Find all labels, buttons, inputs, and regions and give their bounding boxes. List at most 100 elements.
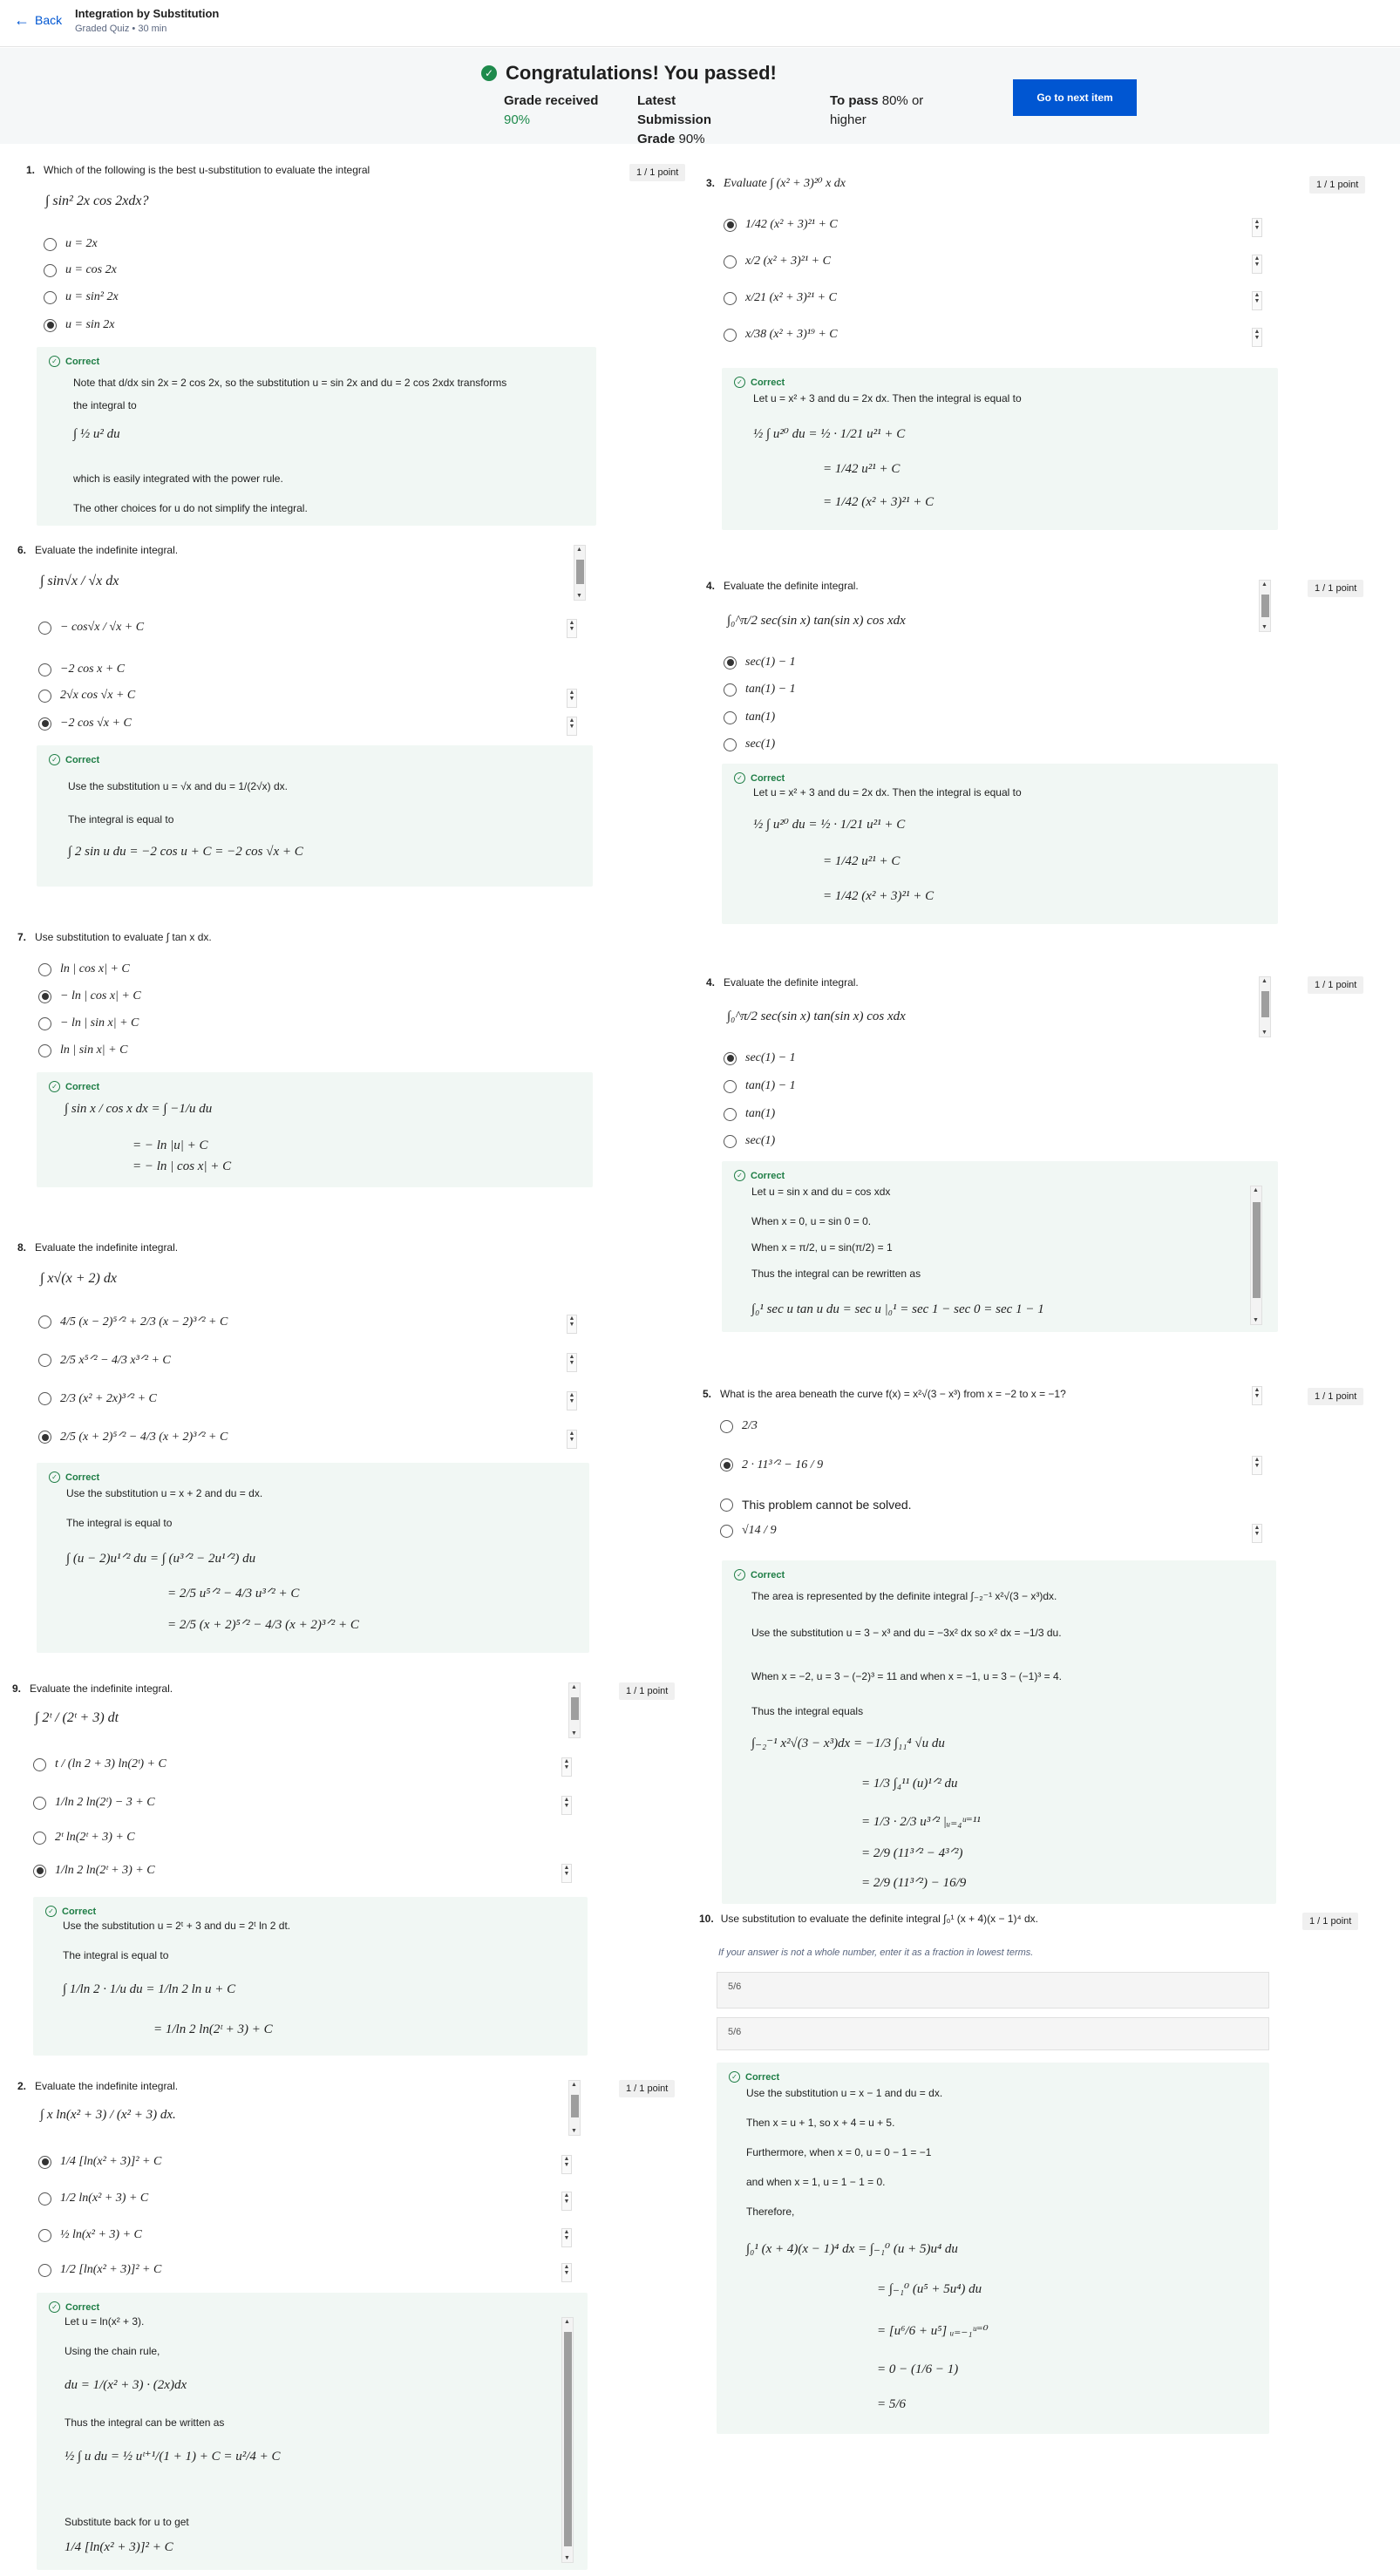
answer-input[interactable]: 5/6: [717, 2017, 1269, 2050]
option-3[interactable]: − ln | sin x| + C: [38, 1016, 139, 1030]
option-3[interactable]: This problem cannot be solved.: [720, 1498, 912, 1512]
radio-button-selected[interactable]: [38, 989, 51, 1003]
option-3[interactable]: 2√x cos √x + C: [38, 689, 135, 703]
option-2[interactable]: x/2 (x² + 3)²¹ + C: [724, 255, 831, 268]
option-spinner[interactable]: ▲▼: [561, 2228, 572, 2247]
radio-button-selected[interactable]: [724, 218, 737, 232]
radio-button-selected[interactable]: [724, 656, 737, 669]
radio-button[interactable]: [720, 1498, 733, 1512]
feedback-scrollbar[interactable]: ▲▼: [561, 2317, 574, 2563]
radio-button[interactable]: [38, 2192, 51, 2206]
option-spinner[interactable]: ▲▼: [561, 2192, 572, 2211]
radio-button[interactable]: [38, 962, 51, 976]
option-2[interactable]: u = cos 2x: [44, 263, 117, 277]
radio-button[interactable]: [38, 1043, 51, 1057]
option-1[interactable]: 2/3: [720, 1419, 758, 1433]
question-scrollbar[interactable]: ▲▼: [568, 1682, 581, 1738]
option-2[interactable]: − ln | cos x| + C: [38, 989, 141, 1003]
radio-button[interactable]: [33, 1757, 46, 1771]
radio-button[interactable]: [38, 689, 51, 703]
option-spinner[interactable]: ▲▼: [561, 1796, 572, 1815]
option-spinner[interactable]: ▲▼: [567, 619, 577, 638]
radio-button[interactable]: [38, 621, 51, 635]
option-4[interactable]: −2 cos √x + C: [38, 717, 132, 731]
option-1[interactable]: 1/4 [ln(x² + 3)]² + C: [38, 2155, 161, 2169]
option-spinner[interactable]: ▲▼: [561, 2155, 572, 2174]
option-4[interactable]: x/38 (x² + 3)¹⁹ + C: [724, 328, 838, 342]
option-spinner[interactable]: ▲▼: [567, 717, 577, 736]
option-4[interactable]: 2/5 (x + 2)⁵ᐟ² − 4/3 (x + 2)³ᐟ² + C: [38, 1430, 228, 1444]
option-spinner[interactable]: ▲▼: [1252, 1386, 1262, 1405]
option-3[interactable]: x/21 (x² + 3)²¹ + C: [724, 291, 837, 305]
option-3[interactable]: 2ᵗ ln(2ᵗ + 3) + C: [33, 1831, 135, 1845]
radio-button-selected[interactable]: [44, 318, 57, 332]
radio-button[interactable]: [720, 1419, 733, 1433]
option-1[interactable]: u = 2x: [44, 237, 98, 251]
radio-button[interactable]: [724, 291, 737, 305]
radio-button[interactable]: [38, 2263, 51, 2277]
option-2[interactable]: tan(1) − 1: [724, 1079, 796, 1093]
option-2[interactable]: 2/5 x⁵ᐟ² − 4/3 x³ᐟ² + C: [38, 1353, 171, 1368]
option-4[interactable]: u = sin 2x: [44, 318, 115, 332]
option-1[interactable]: 1/42 (x² + 3)²¹ + C: [724, 218, 838, 232]
option-1[interactable]: t / (ln 2 + 3) ln(2ᵗ) + C: [33, 1757, 167, 1771]
question-scrollbar[interactable]: ▲▼: [568, 2080, 581, 2136]
option-1[interactable]: − cos√x / √x + C: [38, 621, 144, 635]
option-1[interactable]: 4/5 (x − 2)⁵ᐟ² + 2/3 (x − 2)³ᐟ² + C: [38, 1315, 228, 1329]
radio-button[interactable]: [44, 290, 57, 304]
option-3[interactable]: tan(1): [724, 1107, 775, 1121]
option-2[interactable]: 1/ln 2 ln(2ᵗ) − 3 + C: [33, 1796, 155, 1810]
feedback-scrollbar[interactable]: ▲▼: [1250, 1186, 1262, 1325]
option-spinner[interactable]: ▲▼: [1252, 1524, 1262, 1543]
radio-button[interactable]: [44, 263, 57, 277]
option-spinner[interactable]: ▲▼: [1252, 255, 1262, 274]
radio-button-selected[interactable]: [33, 1864, 46, 1878]
question-scrollbar[interactable]: ▲▼: [1259, 580, 1271, 632]
radio-button[interactable]: [33, 1796, 46, 1810]
radio-button-selected[interactable]: [724, 1051, 737, 1065]
radio-button[interactable]: [724, 1079, 737, 1093]
radio-button[interactable]: [724, 328, 737, 342]
radio-button[interactable]: [724, 710, 737, 724]
option-3[interactable]: u = sin² 2x: [44, 290, 119, 304]
radio-button-selected[interactable]: [38, 2155, 51, 2169]
option-4[interactable]: 1/ln 2 ln(2ᵗ + 3) + C: [33, 1864, 155, 1878]
radio-button[interactable]: [724, 255, 737, 268]
radio-button[interactable]: [33, 1831, 46, 1845]
radio-button[interactable]: [720, 1524, 733, 1538]
radio-button[interactable]: [724, 737, 737, 751]
option-3[interactable]: 2/3 (x² + 2x)³ᐟ² + C: [38, 1391, 157, 1406]
radio-button[interactable]: [38, 2228, 51, 2242]
question-scrollbar[interactable]: ▲▼: [1259, 976, 1271, 1037]
radio-button[interactable]: [724, 1134, 737, 1148]
option-spinner[interactable]: ▲▼: [1252, 328, 1262, 347]
option-1[interactable]: sec(1) − 1: [724, 1051, 796, 1065]
radio-button-selected[interactable]: [38, 1431, 51, 1444]
option-spinner[interactable]: ▲▼: [1252, 1456, 1262, 1475]
option-spinner[interactable]: ▲▼: [561, 1757, 572, 1777]
option-4[interactable]: 1/2 [ln(x² + 3)]² + C: [38, 2263, 161, 2277]
radio-button[interactable]: [44, 237, 57, 251]
radio-button[interactable]: [724, 1107, 737, 1121]
back-link[interactable]: ← Back: [14, 12, 62, 28]
radio-button[interactable]: [38, 663, 51, 676]
radio-button[interactable]: [38, 1016, 51, 1030]
option-3[interactable]: tan(1): [724, 710, 775, 724]
radio-button[interactable]: [38, 1392, 51, 1405]
option-spinner[interactable]: ▲▼: [567, 1391, 577, 1410]
option-spinner[interactable]: ▲▼: [567, 1430, 577, 1449]
option-2[interactable]: tan(1) − 1: [724, 683, 796, 697]
option-spinner[interactable]: ▲▼: [567, 689, 577, 708]
option-1[interactable]: sec(1) − 1: [724, 656, 796, 669]
go-to-next-item-button[interactable]: Go to next item: [1013, 79, 1137, 116]
radio-button[interactable]: [38, 1315, 51, 1329]
question-scrollbar[interactable]: ▲▼: [574, 545, 586, 601]
option-1[interactable]: ln | cos x| + C: [38, 962, 130, 976]
option-4[interactable]: sec(1): [724, 1134, 775, 1148]
option-spinner[interactable]: ▲▼: [1252, 291, 1262, 310]
option-spinner[interactable]: ▲▼: [561, 2263, 572, 2282]
option-2[interactable]: 1/2 ln(x² + 3) + C: [38, 2192, 148, 2206]
radio-button[interactable]: [724, 683, 737, 697]
option-4[interactable]: sec(1): [724, 737, 775, 751]
option-spinner[interactable]: ▲▼: [1252, 218, 1262, 237]
